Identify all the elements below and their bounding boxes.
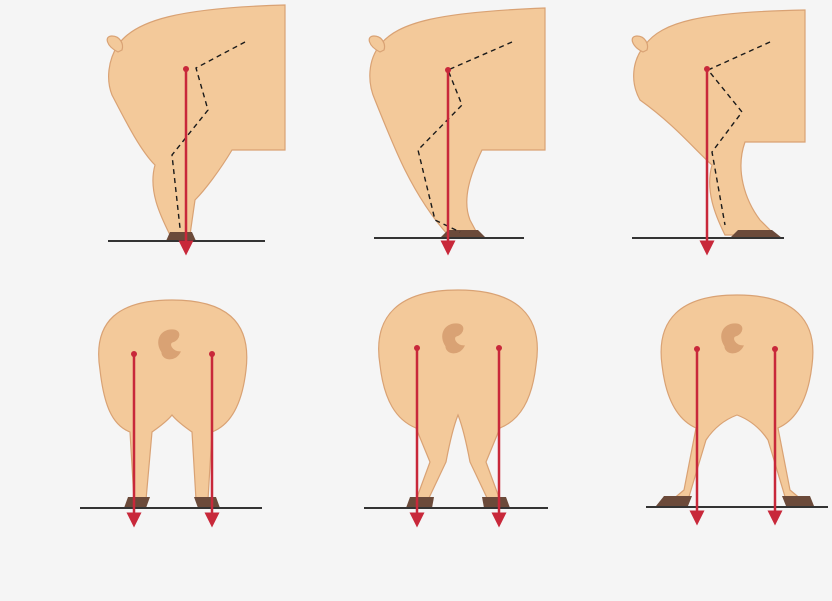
- hoof-icon: [406, 497, 434, 508]
- hoof-icon: [194, 497, 220, 508]
- hoof-icon: [782, 496, 814, 506]
- plumb-point: [694, 346, 700, 352]
- rear-view-bow-legged: [646, 295, 828, 518]
- side-view-post-legged: [369, 8, 545, 248]
- hoof-icon: [656, 496, 692, 506]
- tail-icon: [369, 36, 384, 52]
- rear-view-cow-hocked: [364, 290, 548, 520]
- hoof-icon: [730, 230, 782, 238]
- pig-hindquarter-side: [370, 8, 545, 235]
- plumb-point: [183, 66, 189, 72]
- hoof-icon: [482, 497, 510, 508]
- hoof-icon: [124, 497, 150, 508]
- rear-view-correct: [80, 300, 262, 520]
- plumb-point: [772, 346, 778, 352]
- plumb-point: [445, 67, 451, 73]
- side-view-correct: [107, 5, 285, 248]
- plumb-point: [704, 66, 710, 72]
- plumb-point: [131, 351, 137, 357]
- tail-icon: [632, 36, 647, 52]
- plumb-point: [209, 351, 215, 357]
- pig-hindquarter-side: [634, 10, 805, 235]
- pig-rump-rear: [379, 290, 538, 500]
- plumb-point: [414, 345, 420, 351]
- hoof-icon: [166, 232, 196, 241]
- plumb-point: [496, 345, 502, 351]
- side-view-sickle-hocked: [632, 10, 805, 248]
- pig-hindquarter-side: [109, 5, 285, 235]
- tail-icon: [107, 36, 122, 52]
